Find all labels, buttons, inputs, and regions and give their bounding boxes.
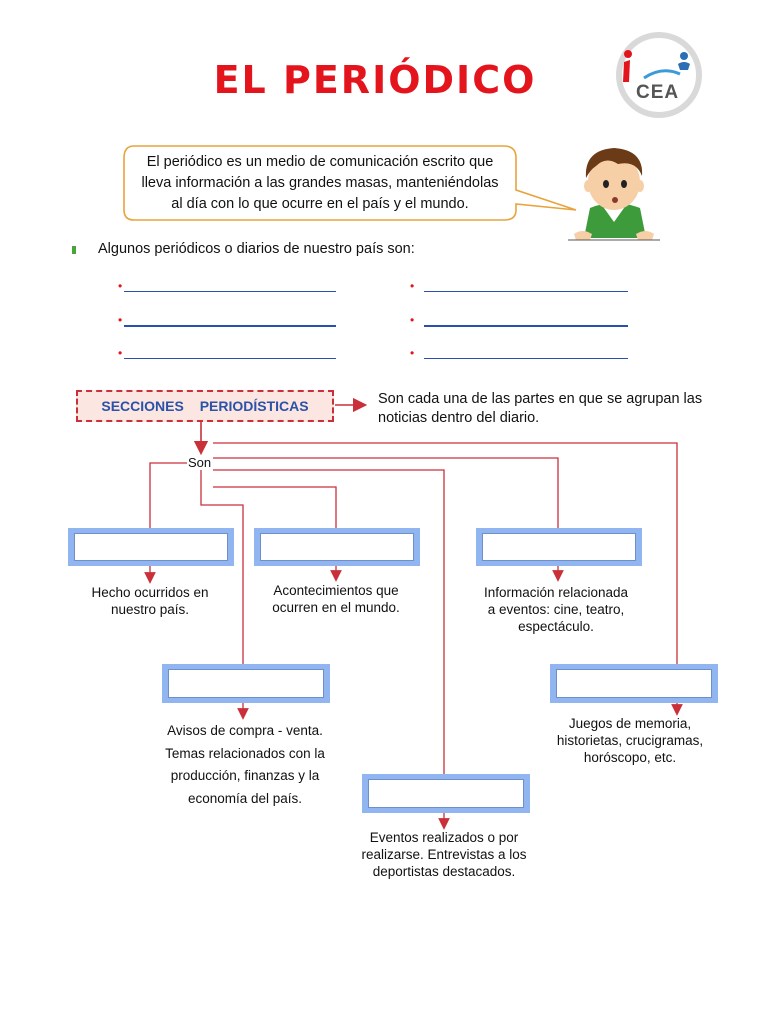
desc-line: Avisos de compra - venta. [150, 720, 340, 743]
category-description-4: Avisos de compra - venta. Temas relacion… [150, 720, 340, 810]
answer-field[interactable] [260, 533, 414, 561]
desc-line: realizarse. Entrevistas a los [344, 846, 544, 863]
desc-line: Hecho ocurridos en [62, 584, 238, 601]
desc-line: espectáculo. [456, 618, 656, 635]
answer-field[interactable] [556, 669, 712, 698]
answer-box-5[interactable] [550, 664, 718, 703]
sections-definition: Son cada una de las partes en que se agr… [378, 390, 718, 428]
category-description-3: Información relacionada a eventos: cine,… [456, 584, 656, 635]
answer-field[interactable] [168, 669, 324, 698]
answer-box-1[interactable] [68, 528, 234, 566]
answer-box-2[interactable] [254, 528, 420, 566]
answer-box-6[interactable] [362, 774, 530, 813]
desc-line: Eventos realizados o por [344, 829, 544, 846]
answer-field[interactable] [74, 533, 228, 561]
desc-line: Temas relacionados con la [150, 743, 340, 766]
sections-box: SECCIONES PERIODÍSTICAS [76, 390, 334, 422]
category-description-5: Juegos de memoria, historietas, crucigra… [530, 715, 730, 766]
desc-line: Información relacionada [456, 584, 656, 601]
desc-line: nuestro país. [62, 601, 238, 618]
desc-line: historietas, crucigramas, [530, 732, 730, 749]
category-description-6: Eventos realizados o por realizarse. Ent… [344, 829, 544, 880]
connector-son: Son [188, 455, 211, 470]
answer-field[interactable] [482, 533, 636, 561]
desc-line: Acontecimientos que [248, 582, 424, 599]
desc-line: ocurren en el mundo. [248, 599, 424, 616]
answer-field[interactable] [368, 779, 524, 808]
desc-line: horóscopo, etc. [530, 749, 730, 766]
category-description-1: Hecho ocurridos en nuestro país. [62, 584, 238, 618]
category-description-2: Acontecimientos que ocurren en el mundo. [248, 582, 424, 616]
desc-line: producción, finanzas y la [150, 765, 340, 788]
answer-box-3[interactable] [476, 528, 642, 566]
desc-line: a eventos: cine, teatro, [456, 601, 656, 618]
answer-box-4[interactable] [162, 664, 330, 703]
desc-line: economía del país. [150, 788, 340, 811]
desc-line: deportistas destacados. [344, 863, 544, 880]
desc-line: Juegos de memoria, [530, 715, 730, 732]
